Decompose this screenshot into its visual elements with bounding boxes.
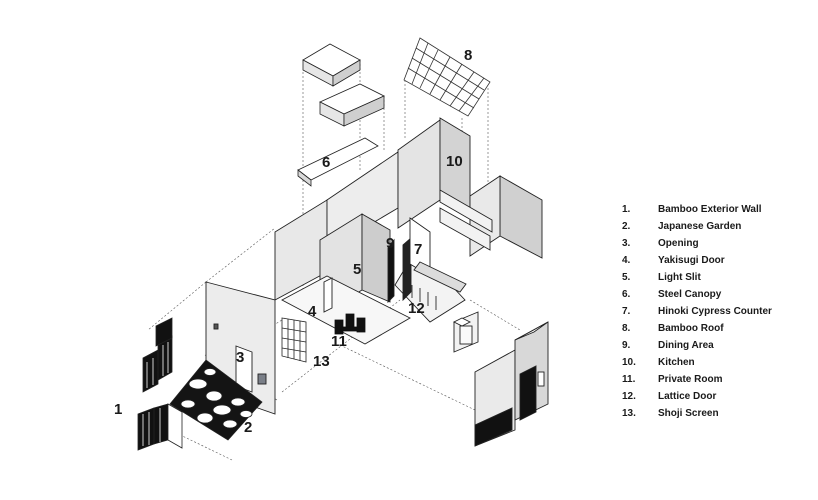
legend-number: 4.	[622, 255, 631, 266]
legend-number: 10.	[622, 357, 636, 368]
legend-number: 3.	[622, 238, 631, 249]
callout-numbers: 1 2 3 4 5 6 7 8 9 10 11 12 13	[114, 47, 472, 436]
legend-label: Hinoki Cypress Counter	[658, 306, 772, 317]
legend-label: Lattice Door	[658, 391, 717, 402]
legend-item: 7. Hinoki Cypress Counter	[622, 303, 812, 320]
dining-furniture	[334, 285, 437, 335]
legend-label: Japanese Garden	[658, 221, 742, 232]
callout-6: 6	[322, 154, 330, 171]
detached-wall-block	[474, 321, 549, 447]
legend-number: 6.	[622, 289, 631, 300]
callout-12: 12	[408, 300, 425, 317]
legend-number: 8.	[622, 323, 631, 334]
legend-item: 12. Lattice Door	[622, 388, 812, 405]
legend-item: 2. Japanese Garden	[622, 218, 812, 235]
legend-item: 10. Kitchen	[622, 354, 812, 371]
legend-number: 5.	[622, 272, 631, 283]
legend-item: 1. Bamboo Exterior Wall	[622, 201, 812, 218]
callout-11: 11	[331, 333, 347, 350]
legend-number: 2.	[622, 221, 631, 232]
callout-3: 3	[236, 349, 244, 366]
callout-9: 9	[386, 235, 394, 252]
legend-item: 13. Shoji Screen	[622, 405, 812, 422]
callout-4: 4	[308, 303, 317, 320]
legend-label: Yakisugi Door	[658, 255, 725, 266]
callout-1: 1	[114, 401, 122, 418]
legend-label: Light Slit	[658, 272, 701, 283]
legend-item: 9. Dining Area	[622, 337, 812, 354]
legend-item: 3. Opening	[622, 235, 812, 252]
legend-number: 7.	[622, 306, 631, 317]
callout-8: 8	[464, 47, 472, 64]
legend-number: 1.	[622, 204, 631, 215]
shoji-screen	[281, 317, 307, 363]
bamboo-roof	[403, 37, 491, 117]
legend: 1. Bamboo Exterior Wall 2. Japanese Gard…	[622, 201, 812, 422]
legend-item: 5. Light Slit	[622, 269, 812, 286]
legend-item: 8. Bamboo Roof	[622, 320, 812, 337]
legend-item: 4. Yakisugi Door	[622, 252, 812, 269]
legend-item: 11. Private Room	[622, 371, 812, 388]
callout-7: 7	[414, 241, 422, 258]
building-body	[274, 117, 543, 353]
legend-label: Opening	[658, 238, 699, 249]
legend-label: Bamboo Exterior Wall	[658, 204, 762, 215]
callout-10: 10	[446, 153, 463, 170]
callout-13: 13	[313, 353, 330, 370]
steel-canopy-stack	[297, 43, 385, 187]
legend-number: 9.	[622, 340, 631, 351]
callout-5: 5	[353, 261, 361, 278]
legend-label: Private Room	[658, 374, 723, 385]
legend-number: 11.	[622, 374, 636, 385]
legend-number: 13.	[622, 408, 636, 419]
japanese-garden	[169, 359, 263, 441]
legend-number: 12.	[622, 391, 636, 402]
legend-label: Kitchen	[658, 357, 695, 368]
callout-2: 2	[244, 419, 252, 436]
legend-label: Shoji Screen	[658, 408, 719, 419]
legend-label: Dining Area	[658, 340, 714, 351]
legend-label: Steel Canopy	[658, 289, 722, 300]
legend-label: Bamboo Roof	[658, 323, 724, 334]
legend-item: 6. Steel Canopy	[622, 286, 812, 303]
bamboo-exterior-wall	[137, 317, 183, 451]
